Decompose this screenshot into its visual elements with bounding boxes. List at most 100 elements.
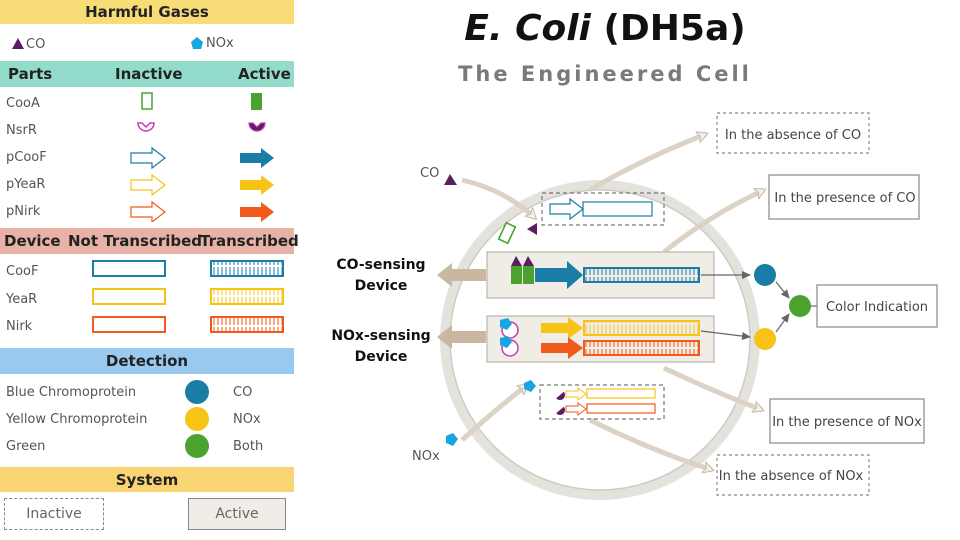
co-input-label: CO <box>420 166 439 181</box>
page-title: E. Coli (DH5a) <box>300 8 910 49</box>
nox-device-arrow <box>437 325 486 349</box>
pyear-active-icon <box>240 175 274 195</box>
nox-entry-arrow <box>460 383 527 442</box>
device-col-not-transcribed: Not Transcribed <box>68 232 203 250</box>
parts-col-inactive: Inactive <box>115 65 183 83</box>
pcoof-inactive-icon <box>130 146 166 170</box>
detection-green-label: Green <box>6 439 46 454</box>
pathway-arrows <box>460 134 764 470</box>
detection-co-gas: CO <box>233 385 253 400</box>
device-col-transcribed: Transcribed <box>200 232 299 250</box>
detection-header: Detection <box>0 348 294 374</box>
title-italic: E. Coli <box>464 8 591 49</box>
co-entry-arrow <box>461 177 535 218</box>
part-pyear-label: pYeaR <box>6 177 46 192</box>
parts-header <box>0 61 294 87</box>
pnirk-active-arrow <box>541 337 583 359</box>
year-gene-transcribed <box>583 320 700 336</box>
pcoof-inactive-arrow <box>549 197 584 221</box>
absence-nox-text: In the absence of NOx <box>719 469 864 484</box>
pyear-active-arrow <box>541 317 583 339</box>
detection-yellow-label: Yellow Chromoprotein <box>6 412 148 427</box>
part-nsrr-label: NsrR <box>6 123 37 138</box>
system-active-box: Active <box>188 498 286 530</box>
nirk-gene-inactive <box>586 403 656 414</box>
yellow-output-dot <box>754 328 776 350</box>
co-molecule-icon <box>444 174 457 185</box>
nsrr-inactive-icon <box>137 122 155 132</box>
system-active-label: Active <box>215 506 259 522</box>
legend-co-label: CO <box>26 37 46 52</box>
device-symbols <box>92 260 284 333</box>
year-gene-inactive <box>586 388 656 399</box>
co-bound-icon <box>527 223 537 235</box>
nirk-transcribed-icon <box>210 316 284 333</box>
nox-input-label: NOx <box>412 449 440 464</box>
absence-co-arrow <box>588 134 706 193</box>
presence-co-text: In the presence of CO <box>774 191 915 206</box>
device-col-device: Device <box>4 232 61 250</box>
coof-not-transcribed-icon <box>92 260 166 277</box>
part-pcoof-label: pCooF <box>6 150 47 165</box>
device-header <box>0 228 294 254</box>
presence-co-arrow <box>662 187 764 254</box>
system-title: System <box>115 470 179 489</box>
part-cooa-label: CooA <box>6 96 40 111</box>
presence-co-box <box>768 174 920 220</box>
nirk-not-transcribed-icon <box>92 316 166 333</box>
parts-col-active: Active <box>238 65 291 83</box>
detection-dots <box>185 380 209 458</box>
legend-nox-label: NOx <box>206 36 234 51</box>
detection-both-gas: Both <box>233 439 264 454</box>
nox-molecule-icon <box>446 433 458 446</box>
nox-pentagon-icon <box>191 37 203 49</box>
color-indication-box <box>816 284 938 328</box>
absence-co-text: In the absence of CO <box>725 128 861 143</box>
detection-blue-label: Blue Chromoprotein <box>6 385 137 400</box>
co-device-label-1: CO-sensing <box>336 257 425 273</box>
harmful-gases-title: Harmful Gases <box>85 3 209 21</box>
parts-symbols <box>130 92 274 222</box>
coof-gene-inactive <box>582 201 653 217</box>
pcoof-active-icon <box>240 148 274 168</box>
nox-inside-icon <box>524 380 536 392</box>
green-output-dot <box>789 295 811 317</box>
pyear-inactive-icon <box>130 173 166 197</box>
co-device-arrow <box>437 263 486 287</box>
device-nirk-label: Nirk <box>6 319 33 334</box>
nox-device-label-2: Device <box>355 349 408 365</box>
blue-dot-icon <box>185 380 209 404</box>
detection-title: Detection <box>105 352 189 370</box>
coof-gene-transcribed <box>583 267 700 283</box>
legend-panel: Harmful Gases CO NOx Parts Inactive Acti… <box>0 0 299 540</box>
title-rest: (DH5a) <box>603 8 746 49</box>
parts-col-parts: Parts <box>8 65 53 83</box>
pnirk-active-icon <box>240 202 274 222</box>
yellow-dot-icon <box>185 407 209 431</box>
co-device-label-2: Device <box>355 278 408 294</box>
green-dot-icon <box>185 434 209 458</box>
color-indication-text: Color Indication <box>826 300 928 315</box>
system-header: System <box>0 467 294 492</box>
cooa-inactive-icon <box>141 92 153 110</box>
system-inactive-label: Inactive <box>26 506 82 522</box>
pcoof-active-arrow <box>535 261 583 289</box>
year-transcribed-icon <box>210 288 284 305</box>
detection-nox-gas: NOx <box>233 412 261 427</box>
absence-nox-arrow <box>588 417 712 470</box>
device-year-label: YeaR <box>6 292 38 307</box>
harmful-gases-header: Harmful Gases <box>0 0 294 24</box>
part-pnirk-label: pNirk <box>6 204 41 219</box>
page-subtitle: The Engineered Cell <box>458 62 752 86</box>
blue-output-dot <box>754 264 776 286</box>
cooa-active-icon <box>251 93 262 110</box>
system-inactive-box: Inactive <box>4 498 104 530</box>
presence-nox-text: In the presence of NOx <box>772 415 922 430</box>
co-triangle-icon <box>12 38 24 49</box>
pnirk-inactive-icon <box>130 200 166 222</box>
nox-device-label-1: NOx-sensing <box>331 328 430 344</box>
nsrr-active-icon <box>248 122 266 132</box>
cooa-free-icon <box>497 221 517 245</box>
nirk-gene-transcribed <box>583 340 700 356</box>
presence-nox-arrow <box>662 365 762 410</box>
